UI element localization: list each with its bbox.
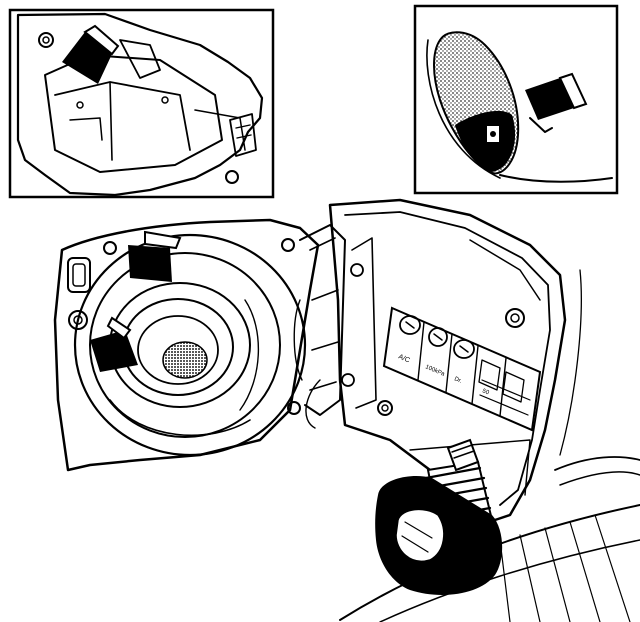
decal-label-4: 50 xyxy=(481,388,490,396)
decal-label-1: A/C xyxy=(397,353,410,364)
inset-top-right xyxy=(413,4,619,195)
fuel-cap xyxy=(375,438,503,595)
main-view: A/C 100kPa Dr. 50 xyxy=(53,198,640,622)
body-lines xyxy=(339,269,640,622)
arrow-icon xyxy=(62,24,120,84)
inset-top-left xyxy=(8,8,275,199)
hinge xyxy=(293,224,377,429)
arrow-icon xyxy=(525,72,588,133)
decal-label-3: Dr. xyxy=(453,376,463,385)
arrow-icon xyxy=(128,230,182,282)
tyre-pressure-decal: A/C 100kPa Dr. 50 xyxy=(382,306,542,432)
arrow-icon xyxy=(90,316,138,372)
